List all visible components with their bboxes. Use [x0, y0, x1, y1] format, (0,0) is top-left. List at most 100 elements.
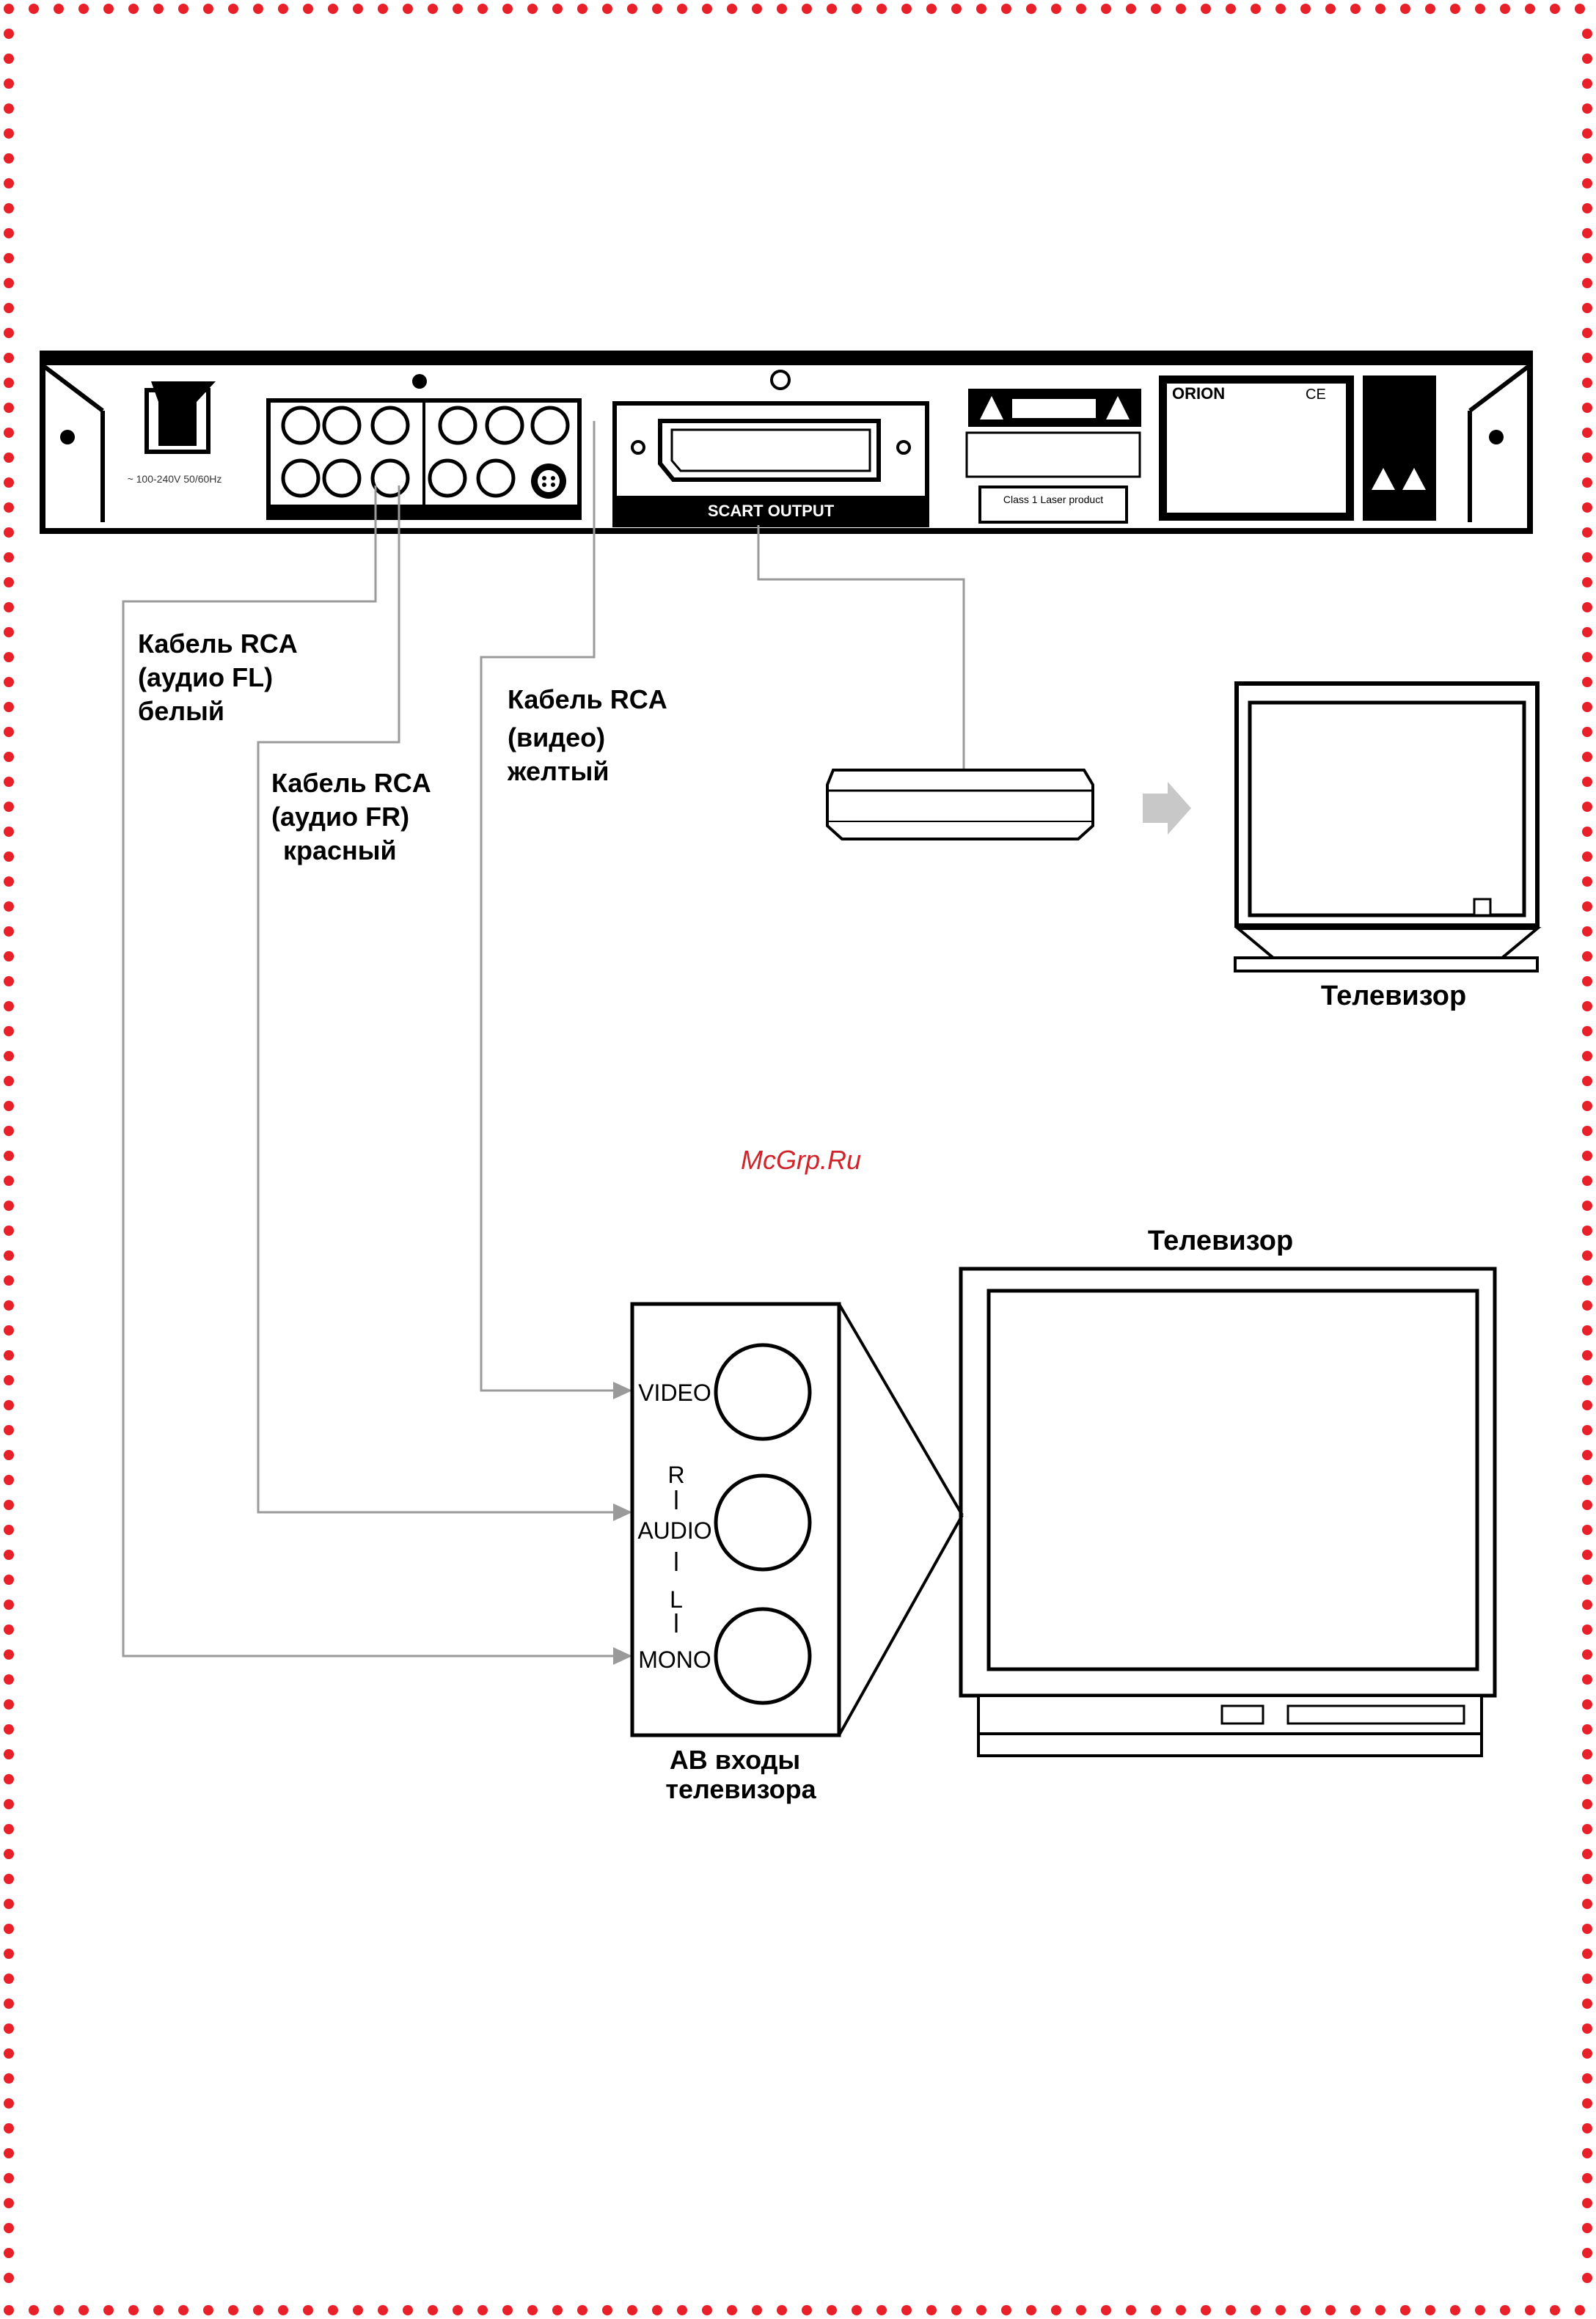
tv-bottom [961, 1269, 1495, 1756]
power-label: ~ 100-240V 50/60Hz [128, 473, 222, 485]
scart-output-label: SCART OUTPUT [708, 502, 835, 520]
border-dot [103, 4, 114, 14]
border-dot [1251, 2305, 1261, 2315]
warning-text-box [967, 433, 1140, 477]
border-dot [4, 976, 14, 986]
border-dot [1582, 203, 1592, 213]
cable-fl-label-3: белый [138, 696, 224, 726]
border-dot [1582, 1624, 1592, 1635]
border-dot [1582, 901, 1592, 912]
border-dot [4, 1275, 14, 1286]
border-dot [4, 1325, 14, 1336]
border-dot [1582, 1051, 1592, 1061]
border-dot [353, 4, 363, 14]
border-dot [1582, 777, 1592, 787]
border-dot [4, 2305, 14, 2315]
border-dot [4, 552, 14, 563]
border-dot [4, 1924, 14, 1934]
border-dot [4, 527, 14, 538]
border-dot [802, 4, 812, 14]
border-dot [4, 1899, 14, 1909]
border-dot [677, 2305, 687, 2315]
border-dot [677, 4, 687, 14]
cable-fr-label-3: красный [283, 835, 397, 865]
border-dot [1026, 4, 1036, 14]
border-dot [4, 2248, 14, 2258]
border-dot [4, 1774, 14, 1784]
tv-top [1235, 684, 1537, 971]
scart-adapter [827, 770, 1093, 839]
border-dot [1582, 727, 1592, 737]
border-dot [4, 1999, 14, 2009]
border-dot [1350, 4, 1361, 14]
border-dot [1582, 2173, 1592, 2183]
border-dot [4, 2223, 14, 2233]
cable-fl-label-2: (аудио FL) [138, 662, 273, 692]
border-dot [527, 4, 538, 14]
border-dot [1582, 1550, 1592, 1560]
border-dot [1151, 4, 1161, 14]
border-dot [827, 4, 837, 14]
border-dot [4, 103, 14, 114]
border-dot [1582, 303, 1592, 313]
border-dot [4, 1674, 14, 1685]
border-dot [1325, 2305, 1336, 2315]
border-dot [4, 1250, 14, 1261]
border-dot [1582, 677, 1592, 687]
border-dot [1582, 29, 1592, 39]
cable-fr-label-2: (аудио FR) [271, 802, 409, 832]
border-dot [1582, 2048, 1592, 2059]
border-dot [4, 1076, 14, 1086]
border-dot [4, 827, 14, 837]
border-dot [4, 1201, 14, 1211]
border-dot [1582, 876, 1592, 887]
border-dot [901, 2305, 912, 2315]
warning-label [968, 389, 1141, 427]
border-dot [4, 328, 14, 338]
border-dot [4, 802, 14, 812]
border-dot [1582, 103, 1592, 114]
border-dot [4, 54, 14, 64]
border-dot [1582, 702, 1592, 712]
border-dot [1582, 453, 1592, 463]
border-dot [1475, 2305, 1485, 2315]
border-dot [29, 2305, 39, 2315]
border-dot [4, 2173, 14, 2183]
ce-mark: CE [1306, 386, 1326, 403]
border-dot [428, 4, 438, 14]
border-dot [1400, 4, 1410, 14]
border-dot [4, 2273, 14, 2283]
border-dot [453, 2305, 463, 2315]
border-dot [1076, 2305, 1086, 2315]
border-dot [4, 502, 14, 513]
video-jack-icon [716, 1345, 810, 1439]
border-dot [378, 4, 388, 14]
border-dot [128, 4, 139, 14]
border-dot [4, 29, 14, 39]
border-dot [4, 2123, 14, 2133]
border-dot [1582, 1874, 1592, 1884]
border-dot [4, 577, 14, 587]
border-dot [852, 4, 862, 14]
border-dot [4, 851, 14, 862]
border-dot [4, 1624, 14, 1635]
border-dot [1582, 1824, 1592, 1834]
border-dot [1582, 1525, 1592, 1535]
border-dot [1582, 2273, 1592, 2283]
border-dot [1582, 477, 1592, 488]
tv-top-label: Телевизор [1321, 981, 1466, 1011]
border-dot [4, 752, 14, 762]
border-dot [1450, 4, 1460, 14]
border-dot [1582, 2148, 1592, 2158]
border-dot [4, 1001, 14, 1011]
border-dot [253, 2305, 263, 2315]
border-dot [4, 901, 14, 912]
border-dot [1550, 4, 1560, 14]
border-dot [1582, 1699, 1592, 1710]
border-dot [1582, 428, 1592, 438]
border-dot [4, 1874, 14, 1884]
cable-video-label-1: Кабель RCA [508, 684, 667, 714]
border-dot [1582, 627, 1592, 637]
border-dot [4, 1026, 14, 1036]
border-dot [4, 1699, 14, 1710]
